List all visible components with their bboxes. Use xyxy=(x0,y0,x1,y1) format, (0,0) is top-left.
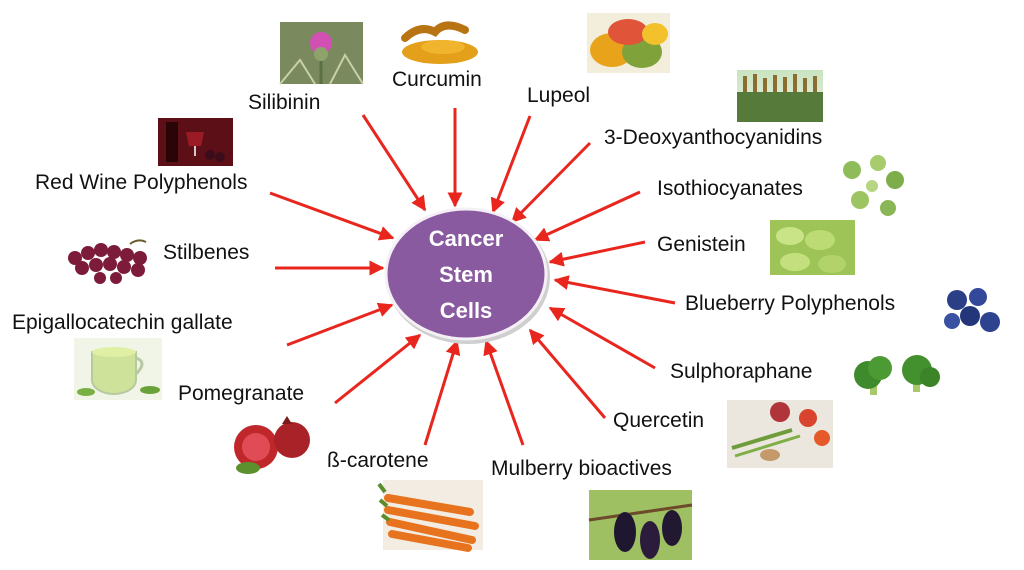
label-3-deoxyanthocyanidins: 3-Deoxyanthocyanidins xyxy=(604,126,823,149)
label-red-wine-polyphenols: Red Wine Polyphenols xyxy=(35,171,248,194)
red-wine-icon xyxy=(158,118,233,166)
arrow-isothiocyanates xyxy=(533,190,641,242)
label-egcg: Epigallocatechin gallate xyxy=(12,311,233,334)
center-line-2: Stem xyxy=(439,262,493,287)
milk-thistle-flower-icon xyxy=(279,22,364,85)
arrow-mulberry xyxy=(483,339,525,446)
arrow-egcg xyxy=(286,302,394,347)
label-quercetin: Quercetin xyxy=(613,409,705,432)
arrow-genistein xyxy=(548,240,646,267)
center-line-3: Cells xyxy=(439,298,493,323)
center-line-1: Cancer xyxy=(428,226,504,251)
arrow-group xyxy=(269,108,676,446)
arrow-sulphoraphane xyxy=(548,306,656,370)
arrow-lupeol xyxy=(490,115,532,214)
arrow-red-wine xyxy=(269,191,395,241)
green-tea-cup-icon xyxy=(74,338,162,400)
label-lupeol: Lupeol xyxy=(527,84,591,107)
label-genistein: Genistein xyxy=(657,233,746,256)
mulberry-fruit-icon xyxy=(588,490,693,560)
arrow-quercetin xyxy=(528,328,607,419)
arrow-beta-carotene xyxy=(423,339,461,446)
turmeric-powder-icon xyxy=(401,21,478,64)
vegetables-assortment-icon xyxy=(727,400,833,468)
pomegranate-icon xyxy=(234,416,310,474)
broccoli-florets-icon xyxy=(843,155,904,216)
label-silibinin: Silibinin xyxy=(248,91,321,114)
label-curcumin: Curcumin xyxy=(392,68,482,91)
label-stilbenes: Stilbenes xyxy=(163,241,250,264)
center-node xyxy=(384,207,548,341)
blueberries-icon xyxy=(944,288,1000,332)
center-label: Cancer Stem Cells xyxy=(386,226,546,326)
red-grapes-icon xyxy=(68,239,147,284)
mango-fruit-icon xyxy=(587,13,670,73)
label-mulberry-bioactives: Mulberry bioactives xyxy=(491,457,672,480)
label-blueberry-polyphenols: Blueberry Polyphenols xyxy=(685,292,896,315)
arrow-silibinin xyxy=(361,114,427,212)
broccoli-icon xyxy=(854,355,940,395)
label-pomegranate: Pomegranate xyxy=(178,382,305,405)
label-sulphoraphane: Sulphoraphane xyxy=(670,360,813,383)
label-isothiocyanates: Isothiocyanates xyxy=(657,177,803,200)
arrow-3-deoxyanthocyanidins xyxy=(510,141,592,224)
arrow-blueberry xyxy=(553,275,676,305)
arrow-pomegranate xyxy=(334,333,422,405)
soybeans-icon xyxy=(770,220,855,275)
sorghum-field-icon xyxy=(737,70,823,122)
label-beta-carotene: ß-carotene xyxy=(327,449,429,472)
carrots-icon xyxy=(377,480,483,552)
